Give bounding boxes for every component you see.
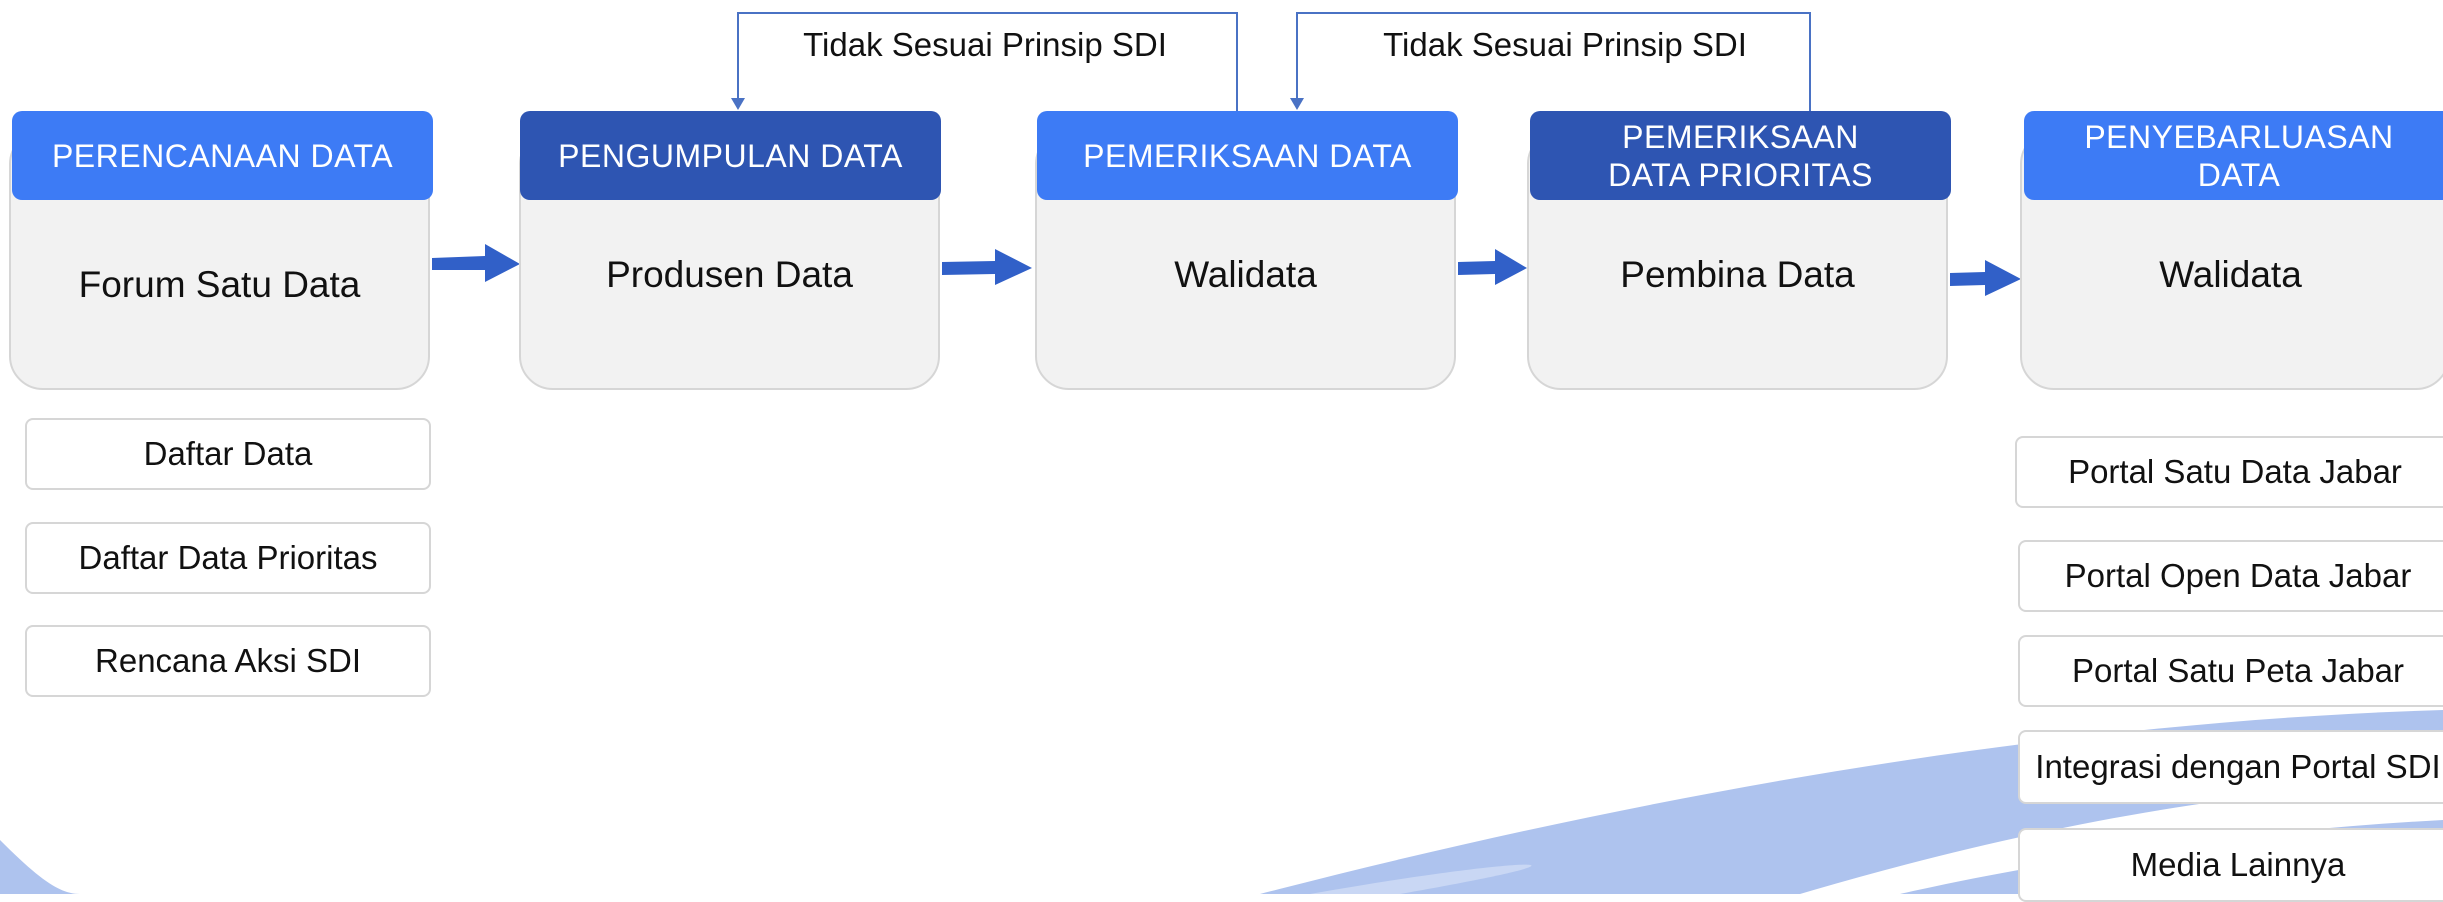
feedback-label-2: Tidak Sesuai Prinsip SDI [1383, 26, 1747, 63]
feedback-arrowhead-1 [731, 98, 745, 110]
feedback-arrowhead-2 [1290, 98, 1304, 110]
output-portal-satu-data-jabar: Portal Satu Data Jabar [2015, 436, 2443, 508]
feedback-loop-2 [1296, 12, 1811, 112]
stage-body-walidata-2: Walidata [2159, 254, 2302, 295]
flow-arrow-4 [1950, 260, 2021, 296]
output-daftar-data-prioritas: Daftar Data Prioritas [25, 522, 431, 594]
stage-body-forum-satu-data: Forum Satu Data [78, 264, 361, 305]
stage-header-pemeriksaan-prioritas: PEMERIKSAAN DATA PRIORITAS [1530, 111, 1951, 200]
stage-header-penyebarluasan: PENYEBARLUASAN DATA [2024, 111, 2443, 200]
feedback-loop-1 [737, 12, 1238, 112]
flow-arrow-1 [432, 244, 520, 282]
output-media-lainnya: Media Lainnya [2018, 828, 2443, 902]
output-portal-satu-peta-jabar: Portal Satu Peta Jabar [2018, 635, 2443, 707]
flow-arrow-3 [1458, 249, 1527, 285]
stage-header-pemeriksaan: PEMERIKSAAN DATA [1037, 111, 1458, 200]
output-portal-open-data-jabar: Portal Open Data Jabar [2018, 540, 2443, 612]
stage-body-produsen-data: Produsen Data [606, 254, 853, 295]
output-rencana-aksi-sdi: Rencana Aksi SDI [25, 625, 431, 697]
flow-arrow-2 [942, 249, 1032, 285]
stage-body-walidata-1: Walidata [1174, 254, 1317, 295]
feedback-label-1: Tidak Sesuai Prinsip SDI [803, 26, 1167, 63]
stage-header-pengumpulan: PENGUMPULAN DATA [520, 111, 941, 200]
output-integrasi-portal-sdi: Integrasi dengan Portal SDI [2018, 730, 2443, 804]
output-daftar-data: Daftar Data [25, 418, 431, 490]
stage-header-perencanaan: PERENCANAAN DATA [12, 111, 433, 200]
stage-body-pembina-data: Pembina Data [1620, 254, 1855, 295]
